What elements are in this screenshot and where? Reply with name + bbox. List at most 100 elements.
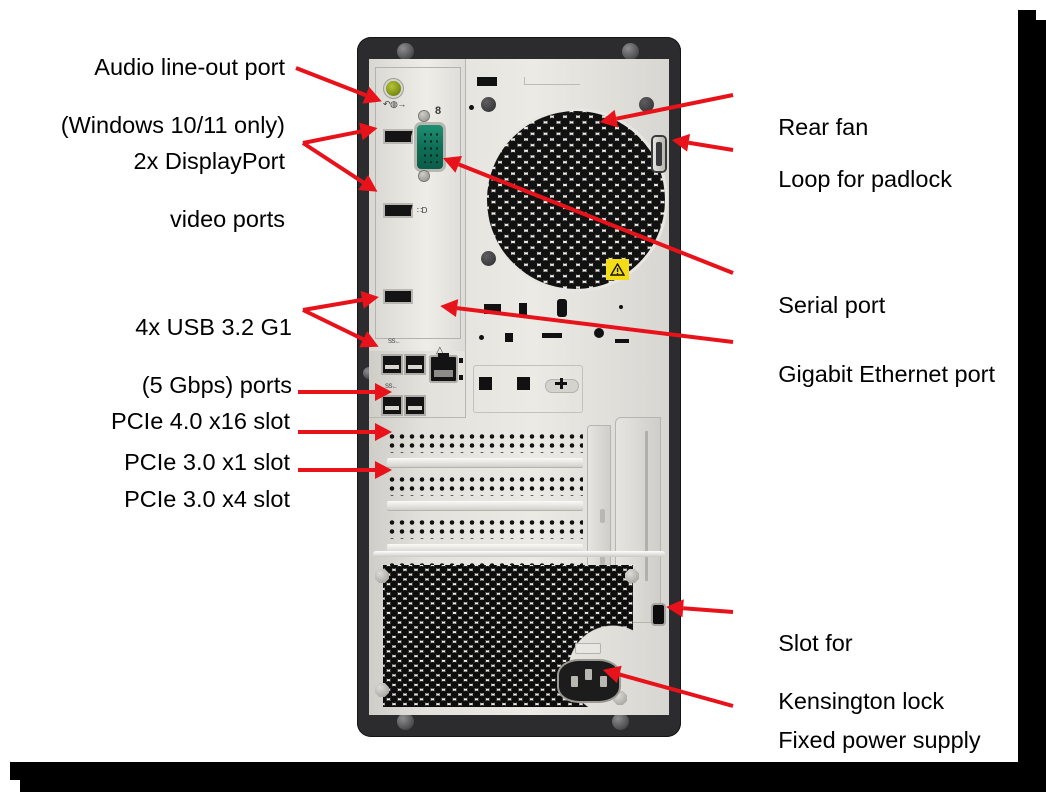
panel-cutout — [594, 328, 604, 338]
kensington-lock-slot[interactable] — [653, 605, 664, 624]
callout-line-1: Serial port — [778, 292, 886, 318]
chassis-screw — [612, 713, 629, 730]
rj45-gigabit-port[interactable] — [431, 353, 456, 381]
callout-serial-port: Serial port — [739, 262, 885, 349]
white-page: ↶◍→ ∷D ∷D 8 SS← SS← — [0, 0, 1018, 762]
panel-cutout — [542, 333, 562, 338]
psu-screw — [375, 569, 389, 583]
serial-port-icon: 8 — [435, 105, 441, 117]
panel-cutout — [519, 303, 527, 315]
callout-usb-ports: 4x USB 3.2 G1 (5 Gbps) ports — [0, 284, 292, 429]
arrow-kensington — [665, 598, 734, 618]
serial-db9-port[interactable] — [417, 125, 443, 169]
io-block-outline — [369, 59, 466, 418]
callout-fixed-power-supply: Fixed power supply — [739, 697, 981, 784]
panel-hole — [469, 105, 474, 110]
panel-cutout — [477, 77, 497, 86]
panel-emboss — [524, 77, 525, 85]
panel-cutout — [517, 377, 530, 390]
video-port-extra[interactable] — [385, 291, 411, 302]
displayport-1[interactable] — [385, 131, 411, 142]
callout-line-1: Gigabit Ethernet port — [778, 361, 996, 387]
callout-pcie-x4: PCIe 3.0 x4 slot — [0, 456, 290, 543]
shadow-bottom-step — [20, 772, 1046, 792]
panel-cutout — [479, 377, 492, 390]
pcie-slot-1[interactable] — [387, 431, 583, 467]
fixed-power-supply — [375, 561, 659, 713]
panel-cutout — [484, 304, 501, 314]
pcie-slot-2[interactable] — [387, 474, 583, 510]
psu-screw — [625, 569, 639, 583]
callout-line-1: Fixed power supply — [778, 727, 981, 753]
inlet-pin — [600, 676, 607, 687]
callout-line-1: PCIe 4.0 x16 slot — [111, 408, 290, 434]
callout-line-1: 2x DisplayPort — [133, 148, 286, 174]
bracket-notch — [600, 509, 605, 523]
tower-computer-rear-panel: ↶◍→ ∷D ∷D 8 SS← SS← — [357, 37, 681, 737]
chassis-screw — [397, 43, 414, 60]
audio-line-out-jack[interactable] — [386, 81, 401, 96]
loop-for-padlock[interactable] — [653, 137, 665, 171]
audio-line-out-icon: ↶◍→ — [383, 99, 406, 109]
warning-label — [606, 259, 629, 280]
bracket-notch — [600, 551, 605, 565]
callout-gigabit-ethernet: Gigabit Ethernet port — [739, 331, 995, 418]
slot-bracket — [387, 501, 583, 510]
arrow-loop-for-padlock — [670, 131, 734, 152]
panel-cutout — [615, 339, 629, 343]
usb-port-3[interactable] — [383, 397, 401, 414]
slot-vents — [387, 517, 583, 539]
panel-emboss-box — [473, 365, 583, 413]
callout-loop-for-padlock: Loop for padlock — [739, 136, 952, 223]
slot-vents — [387, 474, 583, 496]
ethernet-icon: △ — [436, 345, 444, 356]
usb-port-2[interactable] — [406, 356, 424, 373]
callout-line-1: Audio line-out port — [94, 54, 285, 80]
pcie-slot-3[interactable] — [387, 517, 583, 553]
fan-mount-screw — [481, 251, 496, 266]
serial-port-screw — [419, 171, 429, 181]
callout-line-2: (Windows 10/11 only) — [60, 112, 285, 138]
panel-cutout — [557, 299, 567, 317]
callout-pcie-x16: PCIe 4.0 x16 slot — [0, 378, 290, 465]
callout-line-2: video ports — [170, 206, 285, 232]
iec-c14-inlet[interactable] — [559, 661, 619, 701]
serial-port-screw — [419, 111, 429, 121]
panel-cutout — [560, 378, 563, 389]
panel-cutout — [505, 333, 513, 342]
callout-line-1: Rear fan — [778, 114, 869, 140]
displayport-2[interactable] — [385, 205, 411, 216]
callout-line-1: Loop for padlock — [778, 166, 952, 192]
panel-cutout — [479, 335, 484, 340]
callout-kensington: Slot for Kensington lock — [739, 600, 944, 745]
callout-displayport: 2x DisplayPort video ports — [0, 118, 286, 263]
callout-pcie-x1: PCIe 3.0 x1 slot — [0, 419, 290, 506]
callout-line-1: Slot for — [778, 630, 853, 656]
io-outline — [375, 67, 461, 339]
usb-port-4[interactable] — [406, 397, 424, 414]
psu-emboss — [575, 643, 601, 654]
callout-rear-fan: Rear fan — [739, 84, 868, 171]
fan-mount-screw — [639, 97, 654, 112]
fan-mesh — [487, 111, 665, 289]
ethernet-led — [459, 358, 463, 363]
callout-line-1: PCIe 3.0 x1 slot — [124, 449, 290, 475]
panel-emboss — [524, 84, 580, 85]
rear-metal-panel: ↶◍→ ∷D ∷D 8 SS← SS← — [369, 59, 669, 715]
usb-label-top: SS← — [388, 339, 401, 345]
slot-bracket — [387, 544, 583, 553]
psu-divider — [373, 551, 665, 557]
callout-line-1: 4x USB 3.2 G1 — [135, 314, 292, 340]
chassis-screw — [622, 43, 639, 60]
fan-mount-screw — [481, 97, 496, 112]
chassis-screw — [397, 713, 414, 730]
slot-vents — [387, 431, 583, 453]
inlet-pin — [585, 669, 592, 680]
callout-line-1: PCIe 3.0 x4 slot — [124, 486, 290, 512]
io-port-cluster: ↶◍→ ∷D ∷D 8 SS← — [369, 59, 466, 351]
callout-line-2: (5 Gbps) ports — [141, 372, 292, 398]
psu-screw — [375, 683, 389, 697]
displayport-icon-2: ∷D — [417, 206, 427, 215]
usb-port-1[interactable] — [383, 356, 401, 373]
